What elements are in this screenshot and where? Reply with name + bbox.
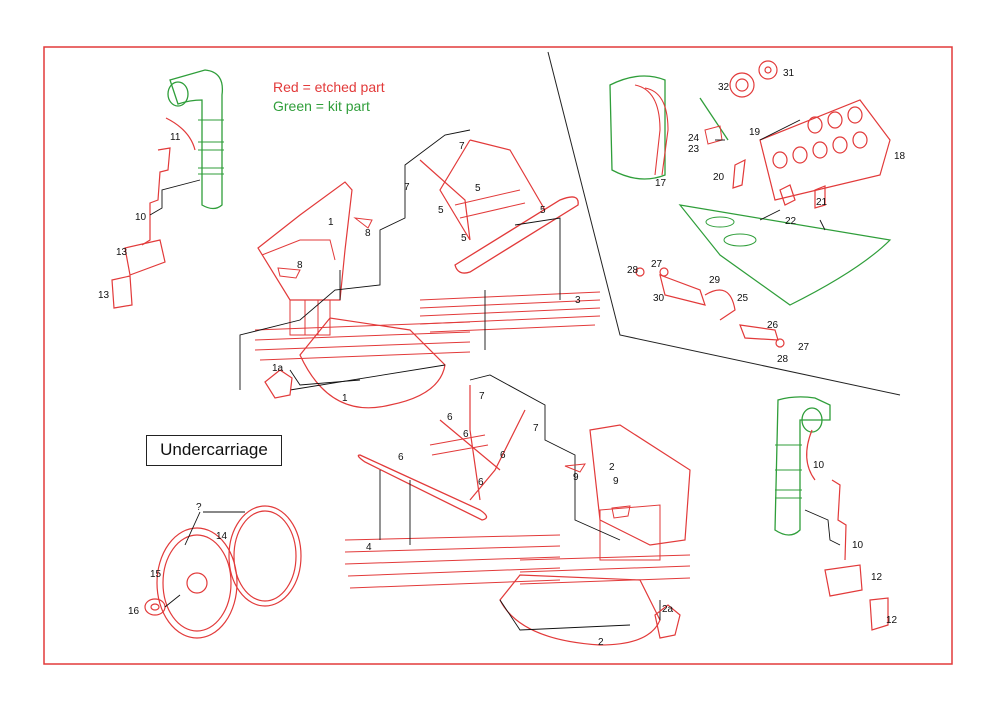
label-p6c: 6 — [398, 452, 404, 463]
label-p9b: 9 — [613, 476, 619, 487]
label-p7c: 7 — [479, 391, 485, 402]
label-p16: 16 — [128, 606, 140, 617]
label-p4: 4 — [366, 542, 372, 553]
lower-seat-assembly — [589, 424, 691, 561]
label-unknown: ? — [196, 502, 202, 513]
part-8-upper — [277, 217, 373, 279]
detail-leader-lines — [715, 119, 826, 231]
label-p22: 22 — [785, 216, 797, 227]
label-p29: 29 — [709, 275, 721, 286]
label-p12a: 12 — [871, 572, 883, 583]
wheel-leader-lines — [164, 511, 245, 608]
label-p27a: 27 — [651, 259, 663, 270]
wheel-assembly — [144, 505, 302, 639]
label-p8a: 8 — [365, 228, 371, 239]
label-p6a: 6 — [447, 412, 453, 423]
label-p26: 26 — [767, 320, 779, 331]
label-p8b: 8 — [297, 260, 303, 271]
label-p15: 15 — [150, 569, 162, 580]
lower-ski-gear — [357, 385, 526, 521]
detail-control-stick — [635, 267, 785, 348]
label-p5c: 5 — [540, 205, 546, 216]
label-p28b: 28 — [777, 354, 789, 365]
label-p18: 18 — [894, 151, 906, 162]
sheet-frame — [43, 46, 953, 665]
label-p7d: 7 — [533, 423, 539, 434]
detail-part-17 — [609, 75, 669, 180]
detail-cockpit-floor — [678, 204, 892, 306]
label-p24: 24 — [688, 133, 700, 144]
label-p31: 31 — [783, 68, 795, 79]
label-p2b: 2 — [598, 637, 604, 648]
exhaust-assembly-left — [111, 69, 224, 309]
label-p12b: 12 — [886, 615, 898, 626]
legend-kit: Green = kit part — [273, 98, 370, 114]
label-p7a: 7 — [459, 141, 465, 152]
detail-panel-divider — [547, 51, 901, 396]
label-p6e: 6 — [478, 477, 484, 488]
detail-parts-31-32 — [729, 60, 778, 98]
label-p2a: 2a — [662, 604, 674, 615]
upper-floor-panel — [254, 291, 601, 409]
label-p1: 1 — [328, 217, 334, 228]
diagram-title: Undercarriage — [146, 435, 282, 466]
upper-seat-assembly — [257, 181, 353, 336]
label-p1b: 1 — [342, 393, 348, 404]
label-p10b: 10 — [813, 460, 825, 471]
label-p5a: 5 — [475, 183, 481, 194]
detail-instrument-panel — [732, 99, 891, 209]
part-labels: 11 10 13 13 1 8 8 7 7 5 5 5 5 3 1a 1 7 6… — [98, 68, 906, 648]
label-p20: 20 — [713, 172, 725, 183]
label-p28a: 28 — [627, 265, 639, 276]
label-p13b: 13 — [98, 290, 110, 301]
label-p10a: 10 — [135, 212, 147, 223]
label-p27b: 27 — [798, 342, 810, 353]
upper-leader-lines — [239, 129, 561, 391]
label-p14: 14 — [216, 531, 228, 542]
label-p1a: 1a — [272, 363, 284, 374]
lower-leader-lines — [379, 374, 661, 631]
upper-ski-gear — [419, 139, 579, 274]
label-p13a: 13 — [116, 247, 128, 258]
part-1a — [264, 369, 293, 399]
part-9-lower — [564, 463, 631, 519]
label-p19: 19 — [749, 127, 761, 138]
lower-floor-panel — [344, 534, 691, 646]
label-p7b: 7 — [404, 182, 410, 193]
legend-etched: Red = etched part — [273, 79, 385, 95]
part-2a — [654, 604, 681, 639]
label-p5d: 5 — [461, 233, 467, 244]
label-p5b: 5 — [438, 205, 444, 216]
label-p6d: 6 — [500, 450, 506, 461]
label-p6b: 6 — [463, 429, 469, 440]
label-p17: 17 — [655, 178, 667, 189]
exhaust-assembly-right — [774, 396, 889, 631]
label-p11: 11 — [170, 132, 181, 143]
label-p30: 30 — [653, 293, 665, 304]
label-p23: 23 — [688, 144, 700, 155]
detail-parts-23-24 — [699, 97, 729, 145]
label-p25: 25 — [737, 293, 749, 304]
label-p2: 2 — [609, 462, 615, 473]
label-p9a: 9 — [573, 472, 579, 483]
label-p21: 21 — [816, 197, 828, 208]
label-p3: 3 — [575, 295, 581, 306]
label-p10c: 10 — [852, 540, 864, 551]
label-p32: 32 — [718, 82, 730, 93]
